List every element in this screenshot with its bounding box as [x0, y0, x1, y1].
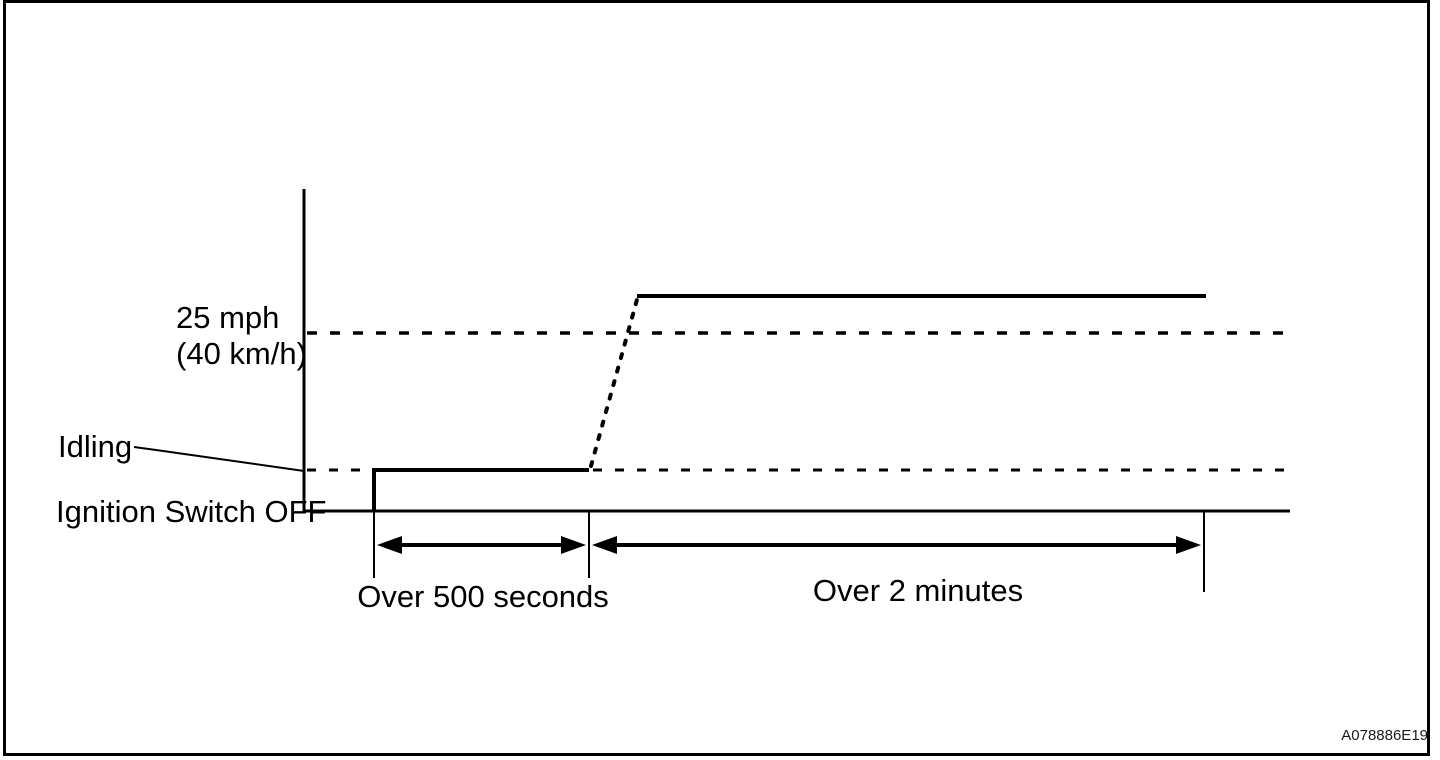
figure-code: A078886E19	[1341, 727, 1428, 744]
idling-leader-line	[133, 446, 305, 472]
duration1-label: Over 500 seconds	[357, 579, 609, 614]
duration1-arrowhead-left-icon	[377, 536, 402, 554]
duration2-label: Over 2 minutes	[812, 573, 1024, 608]
duration2-arrowhead-right-icon	[1176, 536, 1201, 554]
duration1-arrowhead-right-icon	[561, 536, 586, 554]
duration1-arrow	[377, 536, 586, 554]
duration2-arrow	[592, 536, 1201, 554]
speed-threshold-label: 25 mph (40 km/h)	[176, 300, 307, 372]
idling-label: Idling	[58, 429, 133, 464]
speed-threshold-label-line2: (40 km/h)	[176, 336, 307, 371]
duration2-arrowhead-left-icon	[592, 536, 617, 554]
speed-threshold-label-line1: 25 mph	[176, 300, 280, 335]
figure-frame	[3, 0, 1430, 756]
ignition-off-label: Ignition Switch OFF	[56, 494, 327, 529]
acceleration-dotted-line	[589, 294, 640, 468]
